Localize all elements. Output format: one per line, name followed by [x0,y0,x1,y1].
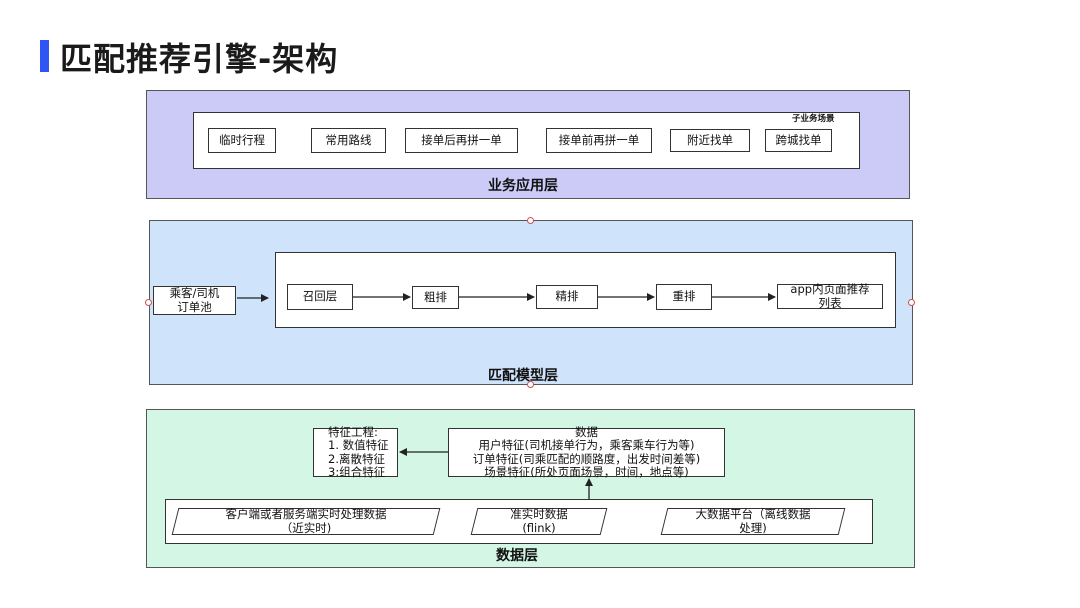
connector-handle-bottom [527,381,534,388]
near-realtime-line-1: 准实时数据 [510,506,568,521]
big-data-platform-source: 大数据平台（离线数据 处理) [660,506,846,535]
recall-layer-box: 召回层 [287,284,353,310]
data-features-box: 数据 用户特征(司机接单行为，乘客乘车行为等) 订单特征(司乘匹配的顺路度，出发… [448,425,725,479]
data-scene-features: 场景特征(所处页面场景，时间，地点等) [484,464,689,479]
model-layer-label: 匹配模型层 [488,368,558,384]
scenario-after-accept-pool: 接单后再拼一单 [405,128,518,153]
feature-engineering-box: 特征工程: 1. 数值特征 2.离散特征 3:组合特征 [313,425,398,479]
realtime-data-source: 客户端或者服务端实时处理数据 （近实时) [171,506,441,535]
title-accent-bar [40,40,49,72]
connector-handle-right [908,299,915,306]
page-title: 匹配推荐引擎-架构 [60,40,339,78]
data-order-features: 订单特征(司乘匹配的顺路度，出发时间差等) [472,451,701,466]
re-ranking-box: 重排 [656,284,712,310]
near-realtime-data-source: 准实时数据 (flink) [470,506,608,535]
scenario-common-route: 常用路线 [311,128,386,153]
order-pool-box: 乘客/司机 订单池 [153,286,236,315]
near-realtime-line-2: (flink) [522,520,556,535]
scenario-before-accept-pool: 接单前再拼一单 [546,128,652,153]
scenario-temporary-trip: 临时行程 [208,128,276,153]
feature-engineering-title: 特征工程: [328,425,378,440]
data-layer-label: 数据层 [496,548,538,564]
scenario-nearby-orders: 附近找单 [670,129,750,152]
business-layer-label: 业务应用层 [488,178,558,194]
app-recommend-list-box: app内页面推荐 列表 [777,282,883,310]
feature-combined: 3:组合特征 [328,464,386,479]
coarse-ranking-box: 粗排 [412,286,459,309]
realtime-source-line-2: （近实时) [280,520,332,535]
data-user-features: 用户特征(司机接单行为，乘客乘车行为等) [478,438,695,453]
fine-ranking-box: 精排 [536,285,598,309]
scenario-intercity-orders: 跨城找单 [765,129,832,152]
app-recommend-line-2: 列表 [818,295,842,310]
big-data-line-1: 大数据平台（离线数据 [695,506,811,521]
realtime-source-line-1: 客户端或者服务端实时处理数据 [225,506,387,521]
feature-numeric: 1. 数值特征 [328,438,389,453]
feature-discrete: 2.离散特征 [328,451,385,466]
order-pool-line-1: 乘客/司机 [169,286,220,301]
business-scenarios-label: 子业务场景 [792,114,835,124]
big-data-line-2: 处理) [739,520,767,535]
data-box-title: 数据 [575,425,598,440]
app-recommend-line-1: app内页面推荐 [790,282,870,297]
order-pool-line-2: 订单池 [177,299,212,314]
connector-handle-top [527,217,534,224]
connector-handle-left [145,299,152,306]
